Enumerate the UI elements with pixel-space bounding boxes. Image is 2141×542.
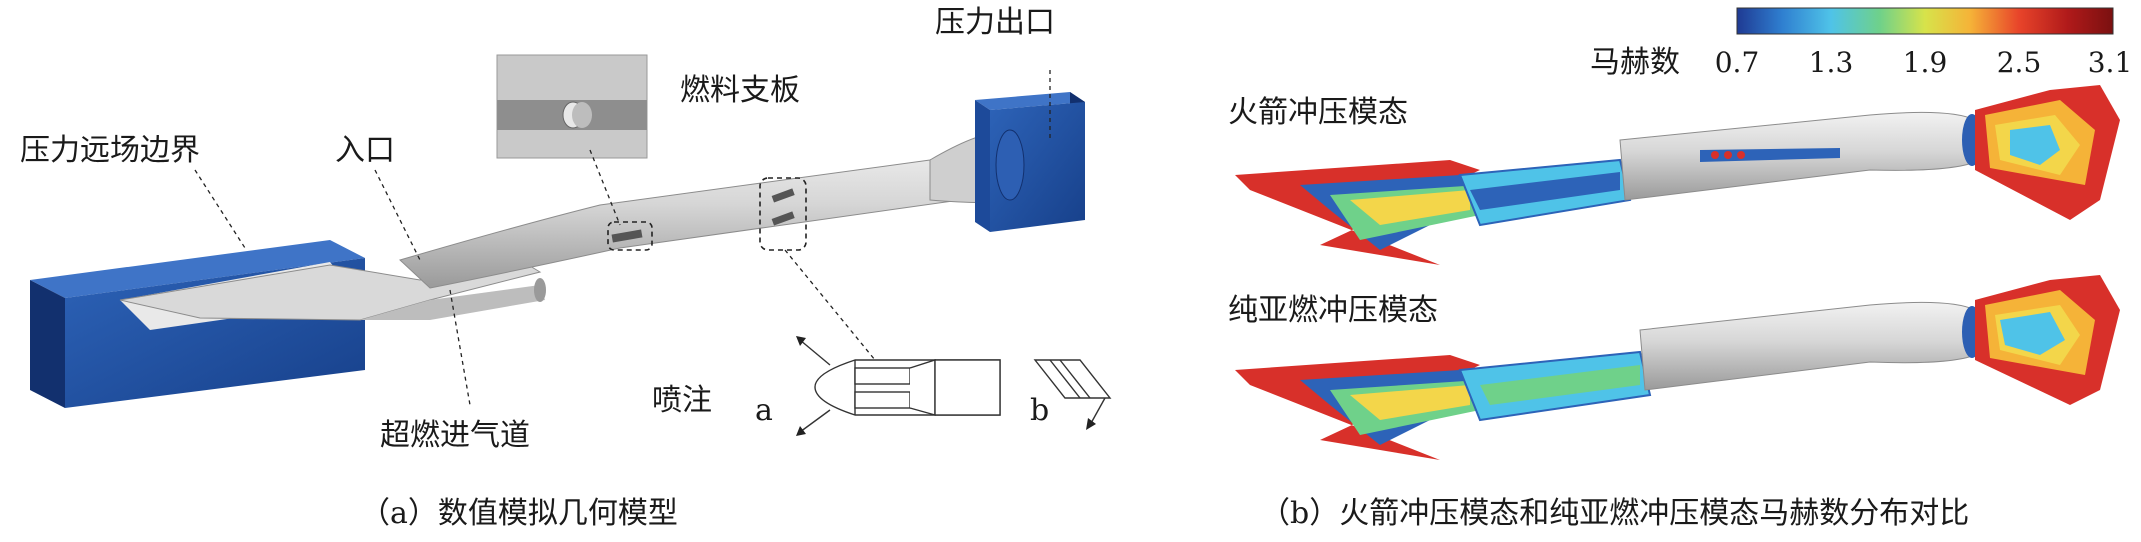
colorbar-tick-1: 1.3 [1809, 46, 1854, 79]
intake-geometry [119, 259, 546, 321]
panel-a: 压力远场边界 入口 压力出口 燃料支板 超燃进气道 喷注 a b （a）数值模拟… [20, 5, 1112, 531]
caption-a: （a）数值模拟几何模型 [360, 496, 678, 531]
injection-schematic [796, 336, 1112, 436]
colorbar-title: 马赫数 [1590, 45, 1680, 80]
colorbar-tick-3: 2.5 [1997, 46, 2042, 79]
label-far-field-boundary: 压力远场边界 [20, 133, 200, 168]
strut-callout-box [759, 177, 807, 251]
label-pressure-outlet: 压力出口 [935, 5, 1055, 40]
caption-b: （b）火箭冲压模态和纯亚燃冲压模态马赫数分布对比 [1260, 496, 1969, 531]
combustor-tube [399, 132, 1011, 289]
panel-b: 马赫数 0.7 1.3 1.9 2.5 3.1 火箭冲压模态 纯亚燃冲压模态 [1228, 7, 2133, 531]
leader-lines [194, 70, 1051, 406]
label-scheme-b: b [1030, 393, 1049, 428]
label-fuel-strut: 燃料支板 [680, 73, 800, 108]
strut-marks [611, 188, 795, 243]
label-rocket-ram-mode: 火箭冲压模态 [1228, 95, 1408, 130]
strut-zoom-inset [496, 54, 648, 159]
label-scramjet-intake: 超燃进气道 [380, 418, 530, 453]
mach-colorbar: 马赫数 0.7 1.3 1.9 2.5 3.1 [1590, 7, 2133, 80]
injector-callout-box [607, 221, 653, 251]
colorbar-tick-2: 1.9 [1903, 46, 1948, 79]
colorbar-tick-0: 0.7 [1715, 46, 1760, 79]
far-field-box [30, 240, 365, 408]
label-scheme-a: a [755, 393, 773, 428]
contour-rocket-mode [1235, 85, 2120, 265]
label-pure-ram-mode: 纯亚燃冲压模态 [1228, 293, 1438, 328]
label-inlet: 入口 [335, 133, 395, 168]
colorbar-tick-4: 3.1 [2088, 46, 2133, 79]
outlet-box [975, 92, 1085, 232]
label-injection: 喷注 [652, 383, 712, 418]
contour-pure-mode [1235, 275, 2120, 460]
colorbar-gradient [1736, 7, 2114, 35]
